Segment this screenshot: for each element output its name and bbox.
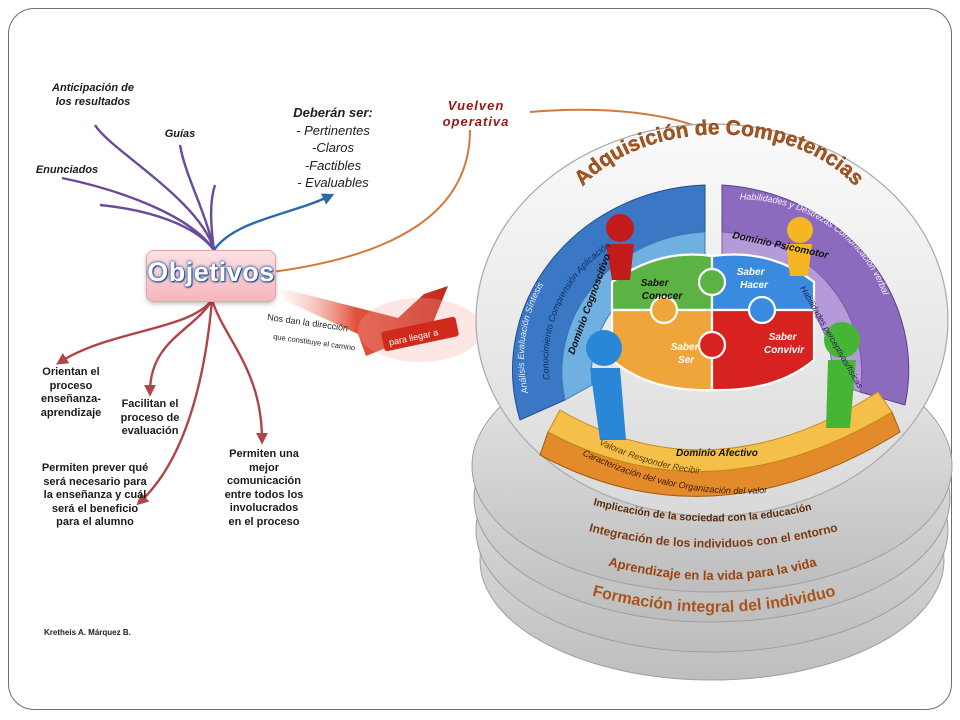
affective-domain-label: Dominio Afectivo [676, 448, 758, 459]
direction-arrow-label-box [381, 316, 459, 352]
puzzle-piece-hacer [710, 253, 816, 312]
connector-extra2 [209, 184, 217, 251]
connector-mejor [210, 299, 268, 445]
puzzle-label-conocer: Saber Conocer [641, 278, 684, 302]
branch-guias: Guías [164, 128, 196, 140]
figure-red [606, 214, 634, 280]
central-node-label: Objetivos [147, 257, 275, 287]
puzzle-label-ser: Saber Ser [671, 342, 702, 366]
branch-enunciados: Enunciados [35, 164, 99, 176]
branch-facilitan: Facilitan el proceso de evaluación [120, 398, 180, 437]
connector-vuelven [271, 129, 471, 273]
central-node: Objetivos [146, 250, 276, 302]
figure-yellow [786, 217, 813, 276]
connector-guias [178, 144, 216, 251]
connector-orientan [55, 299, 213, 365]
affective-ring-inner [547, 391, 893, 473]
deberan-title: Deberán ser: [293, 105, 373, 120]
branch-anticipacion: Anticipación de los resultados [52, 82, 134, 108]
author-credit: Kretheis A. Márquez B. [44, 628, 131, 637]
puzzle [610, 253, 816, 392]
puzzle-knob [747, 295, 777, 325]
puzzle-label-hacer: Saber Hacer [737, 267, 769, 291]
connector-facilitan [144, 299, 214, 397]
figure-green [824, 322, 860, 428]
connector-prever [136, 299, 214, 506]
deberan-item: -Claros [312, 140, 354, 155]
branch-prever: Permiten prever qué será necesario para … [41, 462, 149, 528]
deberan-item: - Pertinentes [296, 122, 370, 138]
connector-extra [99, 203, 215, 251]
puzzle-label-convivir: Saber Convivir [764, 332, 805, 356]
puzzle-piece-conocer [610, 253, 714, 312]
vuelven-label: Vuelven operativa [442, 98, 510, 129]
deberan-item: - Evaluables [297, 175, 369, 190]
connector-deberan [213, 193, 335, 251]
figure-blue [586, 330, 626, 440]
puzzle-piece-convivir [710, 308, 816, 392]
cognitive-ring-inner [561, 231, 706, 401]
deberan-block: Deberán ser: - Pertinentes -Claros -Fact… [278, 104, 388, 192]
puzzle-knob [649, 295, 679, 325]
branch-orientan: Orientan el proceso enseñanza-aprendizaj… [40, 366, 102, 419]
connector-anticipacion [93, 124, 216, 251]
puzzle-knob [697, 330, 727, 360]
puzzle-knob [697, 267, 727, 297]
branch-mejor: Permiten una mejor comunicación entre to… [224, 448, 304, 528]
deberan-item: -Factibles [304, 157, 362, 173]
